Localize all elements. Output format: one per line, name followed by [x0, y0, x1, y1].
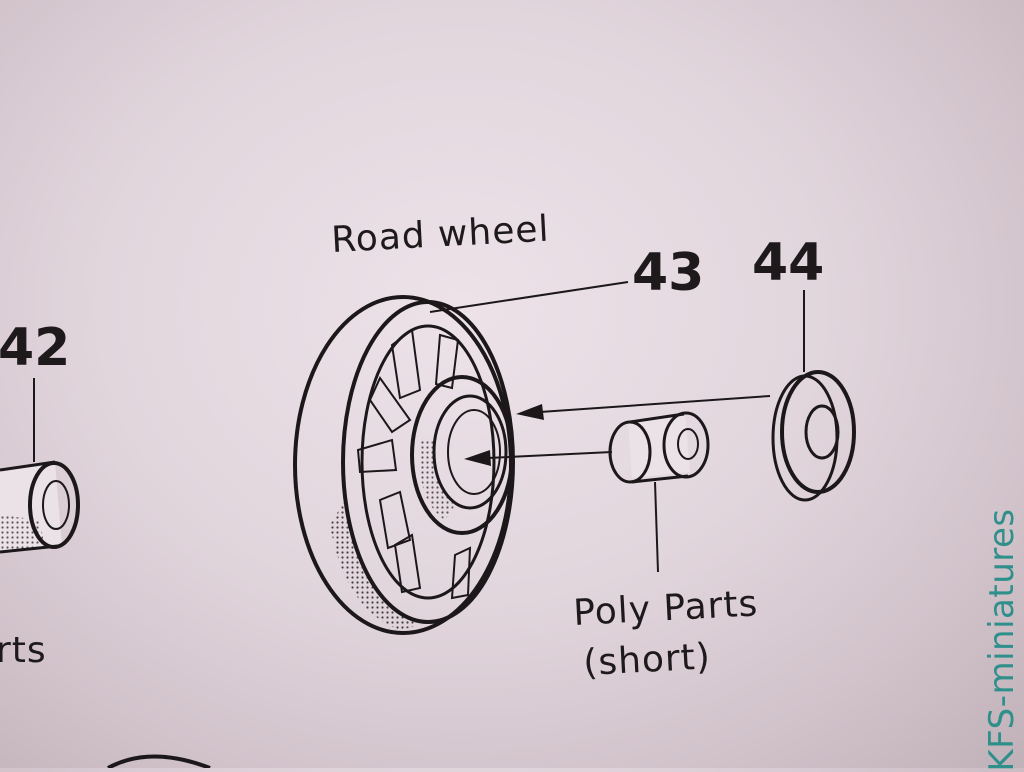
arrow-head-lower — [464, 450, 491, 466]
left-poly-part — [0, 460, 80, 554]
part-number-42: 42 — [0, 318, 70, 378]
poly-parts-label: Poly Parts — [572, 583, 759, 634]
part-number-43: 43 — [632, 243, 704, 303]
watermark-text: KFS-miniatures — [982, 508, 1022, 772]
arrow-head-upper — [516, 404, 544, 420]
partial-part-outline — [107, 754, 211, 768]
parts-label-fragment: rts — [0, 630, 47, 671]
washer-part — [771, 370, 856, 502]
road-wheel-part — [293, 295, 515, 635]
short-label: (short) — [582, 636, 712, 684]
road-wheel-label: Road wheel — [330, 209, 550, 261]
assembly-arrows — [464, 395, 771, 466]
leader-lines — [33, 281, 805, 573]
part-number-44: 44 — [752, 233, 824, 293]
poly-part-short — [608, 411, 710, 484]
